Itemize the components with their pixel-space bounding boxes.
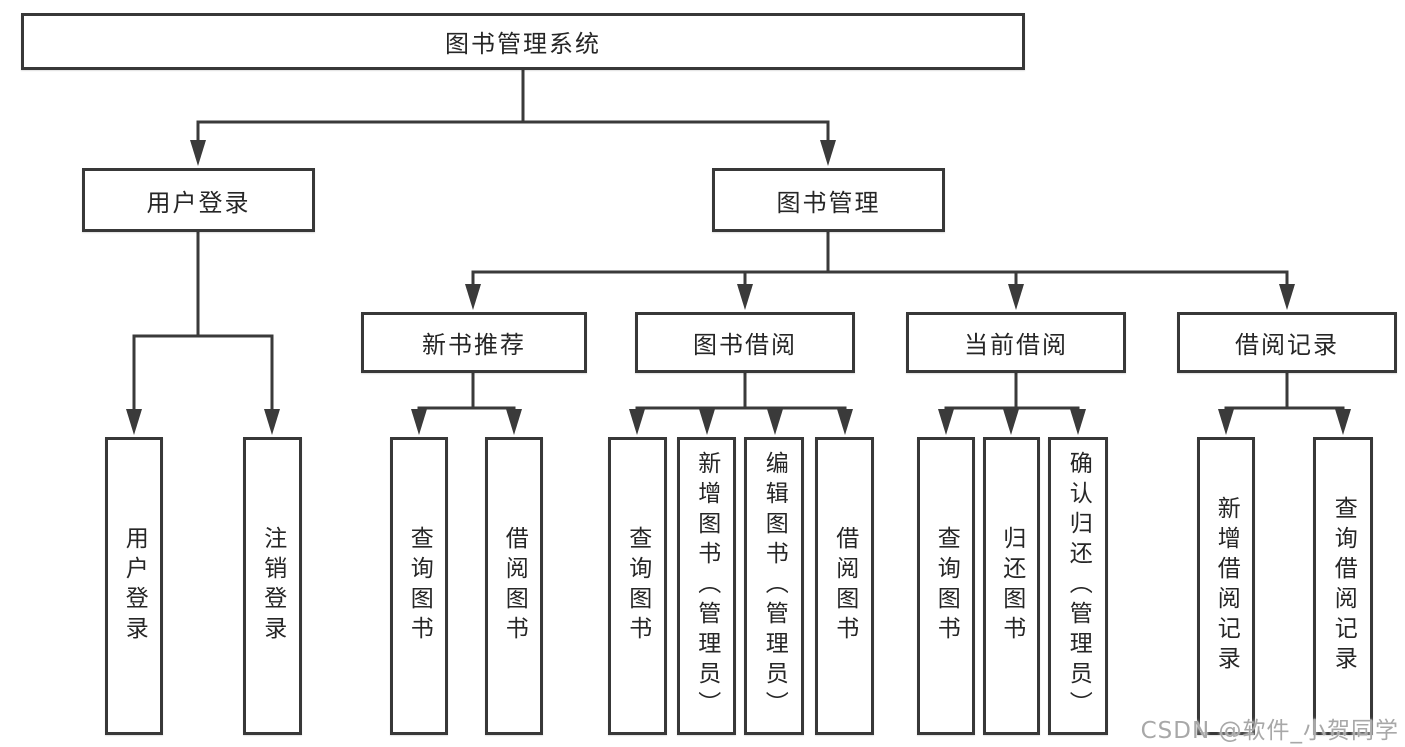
node-library-management-system: 图书管理系统 [21, 13, 1025, 70]
leaf-query-borrow-record: 查询借阅记录 [1313, 437, 1373, 735]
node-label: 确认归还（管理员） [1065, 451, 1092, 721]
node-label: 查询图书 [406, 526, 433, 646]
node-label: 查询借阅记录 [1330, 496, 1357, 676]
node-label: 当前借阅 [964, 331, 1068, 359]
node-book-borrowing: 图书借阅 [635, 312, 855, 373]
node-label: 借阅图书 [501, 526, 528, 646]
node-label: 查询图书 [624, 526, 651, 646]
node-label: 编辑图书（管理员） [761, 451, 788, 721]
node-user-login: 用户登录 [82, 168, 315, 232]
node-label: 用户登录 [146, 188, 251, 217]
leaf-borrow-books: 借阅图书 [815, 437, 874, 735]
leaf-user-login: 用户登录 [105, 437, 163, 735]
node-label: 借阅图书 [831, 526, 858, 646]
leaf-edit-books-admin: 编辑图书（管理员） [744, 437, 804, 735]
leaf-query-books-current: 查询图书 [917, 437, 975, 735]
node-label: 图书借阅 [693, 331, 797, 359]
leaf-return-books: 归还图书 [983, 437, 1040, 735]
leaf-borrow-books-newbook: 借阅图书 [485, 437, 543, 735]
node-new-book-recommendation: 新书推荐 [361, 312, 587, 373]
leaf-add-books-admin: 新增图书（管理员） [677, 437, 736, 735]
leaf-confirm-return-admin: 确认归还（管理员） [1048, 437, 1108, 735]
leaf-add-borrow-record: 新增借阅记录 [1197, 437, 1255, 735]
leaf-logout: 注销登录 [243, 437, 302, 735]
node-label: 查询图书 [933, 526, 960, 646]
leaf-query-books-borrow: 查询图书 [608, 437, 667, 735]
node-label: 新增借阅记录 [1213, 496, 1240, 676]
csdn-watermark: CSDN @软件_小贺同学 [1140, 718, 1399, 744]
node-label: 注销登录 [259, 526, 286, 646]
node-label: 图书管理系统 [445, 30, 601, 58]
node-label: 归还图书 [998, 526, 1025, 646]
node-label: 图书管理 [776, 188, 881, 217]
node-label: 新书推荐 [422, 331, 526, 359]
node-label: 新增图书（管理员） [693, 451, 720, 721]
node-label: 借阅记录 [1235, 331, 1339, 359]
node-current-borrowing: 当前借阅 [906, 312, 1126, 373]
leaf-query-books-newbook: 查询图书 [390, 437, 448, 735]
node-label: 用户登录 [121, 526, 148, 646]
node-book-management: 图书管理 [712, 168, 945, 232]
node-borrowing-records: 借阅记录 [1177, 312, 1397, 373]
